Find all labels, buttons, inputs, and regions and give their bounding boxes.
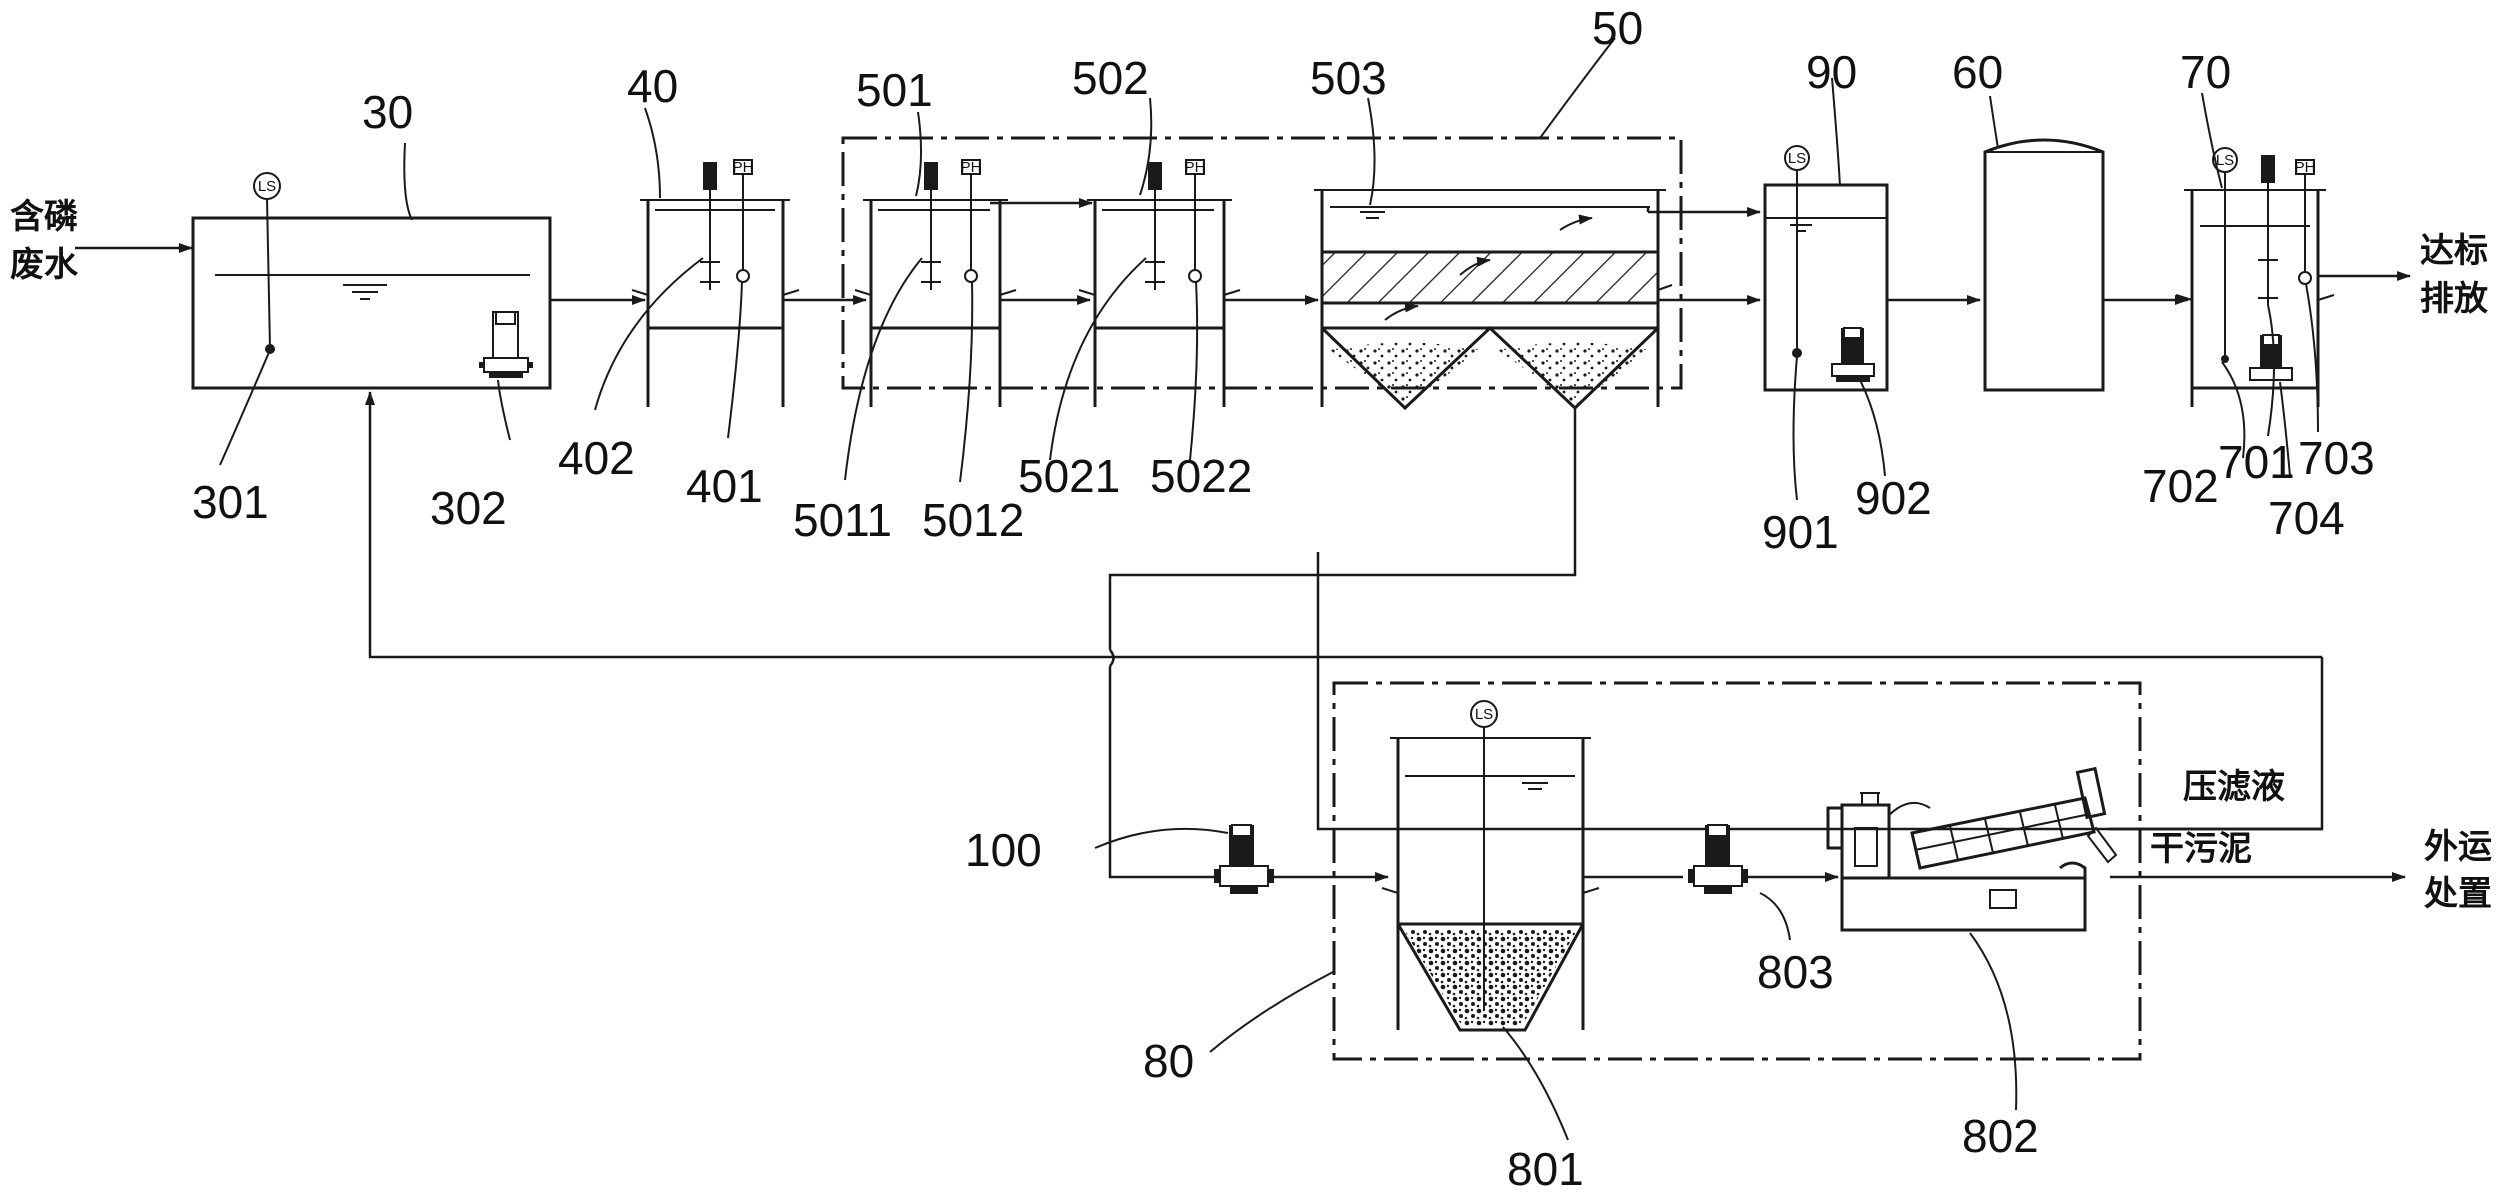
- label-704: 704: [2268, 492, 2345, 544]
- label-5022: 5022: [1150, 450, 1252, 502]
- label-5011: 5011: [793, 494, 892, 546]
- label-702: 702: [2142, 460, 2219, 512]
- label-90: 90: [1806, 46, 1857, 98]
- sludge-pipe-to-pump-100: [1108, 666, 1225, 879]
- ph-probe-703: PH: [2295, 159, 2316, 285]
- svg-text:PH: PH: [733, 159, 754, 176]
- final-tank-70: LS PH: [2175, 147, 2335, 407]
- svg-text:LS: LS: [1788, 150, 1806, 167]
- ph-probe-5012: PH: [961, 159, 982, 283]
- label-501: 501: [856, 64, 933, 116]
- screw-press-drum: [1888, 766, 2118, 870]
- settling-tank-503: [1314, 189, 1673, 411]
- label-60: 60: [1952, 46, 2003, 98]
- label-402: 402: [558, 432, 635, 484]
- svg-text:PH: PH: [2295, 159, 2316, 176]
- screw-press-802: [1826, 766, 2118, 932]
- level-switch-301: LS: [253, 172, 281, 354]
- leader-lines: [219, 37, 2319, 1141]
- water-level-symbol: [343, 284, 387, 300]
- level-switch-901: LS: [1784, 145, 1810, 358]
- level-switch-702: LS: [2212, 147, 2238, 363]
- disposal-label-line2: 处置: [2423, 874, 2492, 914]
- mixer-5011-icon: [921, 162, 941, 290]
- pump-302-icon: [479, 311, 533, 378]
- filtrate-return-to-30: [365, 391, 2322, 659]
- ph-probe-5022: PH: [1185, 159, 1206, 283]
- mixer-5021-icon: [1145, 162, 1165, 290]
- pump-803-icon: [1688, 824, 1748, 894]
- svg-text:PH: PH: [961, 159, 982, 176]
- label-502: 502: [1072, 52, 1149, 104]
- svg-text:LS: LS: [2216, 152, 2234, 169]
- pump-704-icon: [2249, 334, 2293, 381]
- ph-probe-401: PH: [733, 159, 754, 283]
- label-70: 70: [2180, 46, 2231, 98]
- label-401: 401: [686, 460, 763, 512]
- label-5012: 5012: [922, 494, 1024, 546]
- disposal-label-line1: 外运: [2424, 827, 2492, 867]
- label-40: 40: [627, 60, 678, 112]
- svg-text:LS: LS: [1475, 706, 1493, 723]
- pump-100-icon: [1214, 824, 1274, 894]
- reaction-tank-501: PH: [854, 159, 1017, 407]
- mixer-701-icon: [2258, 155, 2278, 305]
- sludge-thickener-801: LS: [1381, 700, 1600, 1032]
- mixer-402-icon: [700, 162, 720, 290]
- level-switch-801: LS: [1470, 700, 1498, 1010]
- label-803: 803: [1757, 946, 1834, 998]
- svg-text:LS: LS: [258, 178, 276, 195]
- module-50-boundary: [841, 136, 1683, 390]
- outlet-label-line2: 排放: [2420, 279, 2488, 319]
- svg-text:PH: PH: [1185, 159, 1206, 176]
- regulating-tank-30: LS: [191, 172, 552, 390]
- label-5021: 5021: [1018, 450, 1120, 502]
- filter-vessel-60: [1983, 138, 2105, 392]
- pump-902-icon: [1831, 327, 1875, 382]
- label-301: 301: [192, 476, 269, 528]
- label-50: 50: [1592, 2, 1643, 54]
- label-30: 30: [362, 86, 413, 138]
- filtrate-label: 压滤液: [2183, 767, 2285, 807]
- outlet-label-line1: 达标: [2420, 231, 2488, 271]
- callout-numbers: 30 40 50 60 70 80 90 100 301 302 401 402…: [192, 2, 2375, 1195]
- inlet-label-line1: 含磷: [10, 197, 78, 237]
- label-80: 80: [1143, 1035, 1194, 1087]
- reaction-tank-40: PH: [631, 159, 800, 407]
- sludge-pipe-from-503: [1108, 408, 1577, 650]
- label-302: 302: [430, 482, 507, 534]
- module-80-boundary: [1332, 681, 2142, 1061]
- intermediate-tank-90: LS: [1763, 145, 1889, 392]
- label-701: 701: [2218, 436, 2295, 488]
- label-100: 100: [965, 824, 1042, 876]
- label-901: 901: [1762, 506, 1839, 558]
- inlet-label-line2: 废水: [10, 245, 79, 285]
- label-802: 802: [1962, 1110, 2039, 1162]
- dry-sludge-label: 干污泥: [2150, 829, 2252, 869]
- label-801: 801: [1507, 1143, 1584, 1195]
- filtrate-return-segment: [1316, 552, 2322, 831]
- label-902: 902: [1855, 472, 1932, 524]
- label-703: 703: [2298, 432, 2375, 484]
- reaction-tank-502: PH: [1078, 159, 1241, 407]
- label-503: 503: [1310, 52, 1387, 104]
